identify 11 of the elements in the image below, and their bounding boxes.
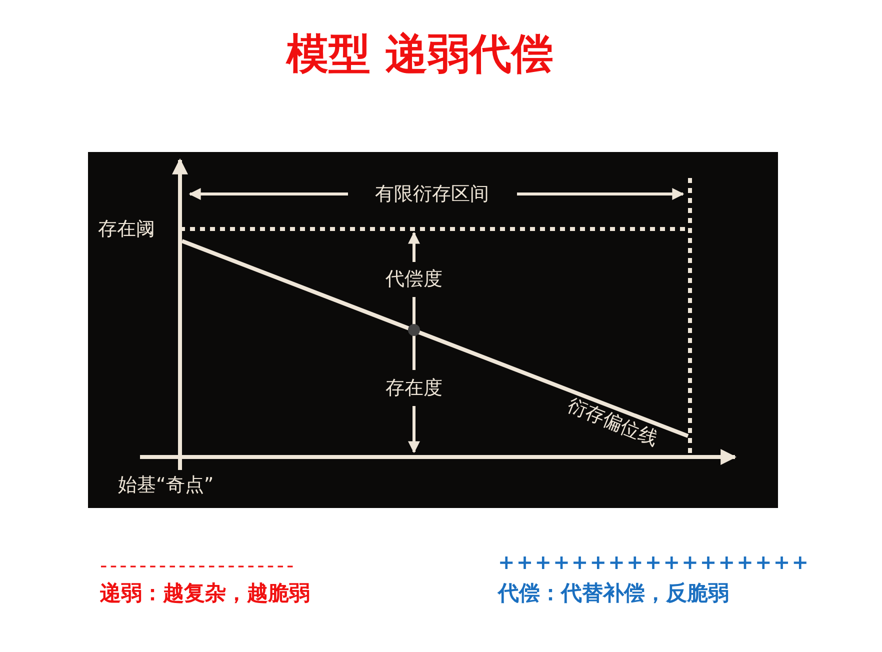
note: 递弱：越复杂，越脆弱 — [100, 583, 310, 604]
axis-label: 存在阈 — [98, 220, 155, 239]
dash-row: -------------------- — [100, 555, 296, 575]
note: 代偿：代替补偿，反脆弱 — [498, 583, 729, 604]
line-label: 衍存偏位线 — [564, 396, 660, 450]
plus-row: +++++++++++++++++ — [498, 552, 810, 572]
measure-label: 存在度 — [384, 379, 444, 398]
range-label: 有限衍存区间 — [374, 185, 490, 204]
axis-label: 始基“奇点” — [118, 476, 214, 495]
title: 模型 递弱代偿 — [284, 33, 554, 75]
measure-label: 代偿度 — [384, 270, 444, 289]
